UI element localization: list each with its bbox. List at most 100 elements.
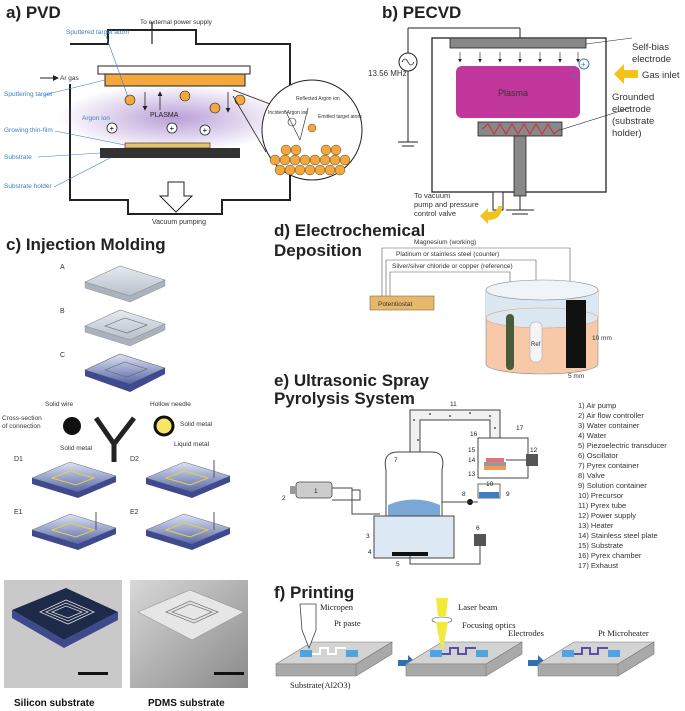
air-line [332, 487, 361, 501]
pvd-substrate-holder [100, 148, 240, 158]
plus-ion-icon [578, 58, 590, 70]
micropen [299, 603, 317, 650]
self-bias-electrode [449, 37, 587, 49]
spray-solution [388, 499, 440, 520]
step-d2-label: D2 [130, 456, 139, 463]
laser-trace [442, 647, 476, 655]
legend-item-2: 2) Air flow controller [578, 411, 644, 420]
legend-item-17: 17) Exhaust [578, 561, 619, 570]
solid-wire-label: Solid wire [45, 401, 74, 408]
air-pump-inlet [290, 486, 296, 494]
callout-15: 15 [468, 447, 476, 454]
potentiostat-box [369, 295, 435, 311]
growing-film-label: Growing thin-film [4, 127, 53, 134]
mold-b-side [84, 323, 166, 347]
power-supply [526, 454, 538, 466]
water-container [373, 515, 455, 559]
legend-item-9: 9) Solution container [578, 481, 647, 490]
panel-electrochemical: d) Electrochemical Deposition Magnesium … [274, 221, 612, 380]
panel-e-title-2: Pyrolysis System [274, 389, 415, 408]
sputtered-atom-label: Sputtered target atom [66, 29, 129, 36]
substrate-block-2-side [405, 641, 523, 677]
svg-text:+: + [203, 126, 208, 135]
rf-freq-label: 13.56 MHz [368, 69, 407, 78]
step-e2-label: E2 [130, 509, 139, 516]
panel-injection: c) Injection Molding A B C Solid wire Ho… [2, 235, 248, 709]
panel-spray: e) Ultrasonic Spray Pyrolysis System [274, 371, 667, 570]
substrate-leader [37, 152, 101, 158]
mold-d1 [31, 461, 117, 498]
substrate-al2o3-label: Substrate(Al2O3) [290, 680, 351, 690]
beaker-rim [485, 279, 599, 301]
air-line-2 [351, 490, 380, 515]
y-junction [93, 416, 136, 462]
holder-leader [53, 157, 111, 188]
pvd-substrate [124, 142, 211, 149]
mold-e1 [31, 512, 117, 550]
pad-3b [608, 650, 620, 657]
channel-c [104, 361, 148, 378]
caption-silicon: Silicon substrate [14, 698, 95, 709]
oscillator [474, 534, 486, 546]
reflected-ion-label: Reflected Argon ion [296, 96, 340, 102]
pvd-chamber [69, 29, 291, 215]
svg-text:+: + [110, 124, 115, 133]
solid-metal-label-right: Solid metal [180, 421, 213, 428]
electrode-reference: Silver/silver chloride or copper (refere… [392, 263, 513, 270]
dim-height: 10 mm [592, 335, 612, 342]
substrate-spray [486, 458, 504, 462]
sputtered-atom-leader [105, 35, 129, 98]
pvd-particles: + + + [106, 90, 246, 136]
pdms-chip [137, 589, 245, 641]
panel-pvd: a) PVD To external power supply PLASMA +… [4, 3, 363, 226]
callout-8: 8 [462, 491, 466, 498]
self-bias-leader [585, 37, 633, 45]
callout-4: 4 [368, 549, 372, 556]
legend-item-12: 12) Power supply [578, 511, 636, 520]
callout-13: 13 [468, 471, 476, 478]
callout-12: 12 [530, 447, 538, 454]
pad-2a [430, 650, 442, 657]
osc-line [409, 546, 481, 565]
steel-plate [484, 462, 506, 466]
argon-ion-label: Argon ion [82, 115, 110, 122]
step-a-label: A [60, 264, 65, 271]
legend-item-3: 3) Water container [578, 421, 640, 430]
film-leader [54, 130, 126, 146]
callout-16: 16 [470, 431, 478, 438]
rf-wave-icon [401, 58, 415, 66]
panel-d-title-2: Deposition [274, 241, 362, 260]
dim-width: 5 mm [568, 373, 584, 380]
pad-3a [562, 650, 574, 657]
substrate-label: Substrate [4, 154, 32, 161]
pecvd-field-arrows [458, 52, 580, 63]
sputtering-target-label: Sputtering target [4, 91, 52, 98]
plus-ion-sign: + [581, 60, 586, 69]
scale-bar-1 [78, 672, 108, 675]
transducer [392, 552, 428, 556]
mold-d2 [145, 460, 231, 498]
step-d1-label: D1 [14, 456, 23, 463]
legend-item-4: 4) Water [578, 431, 607, 440]
panel-d-title-1: d) Electrochemical [274, 221, 425, 240]
legend-item-8: 8) Valve [578, 471, 605, 480]
callout-3: 3 [366, 533, 370, 540]
grounded-leader [559, 107, 631, 131]
pvd-plasma-label: PLASMA [150, 112, 179, 119]
vacuum-label: Vacuum pumping [152, 219, 206, 226]
solid-wire-section [63, 417, 81, 435]
step-c-label: C [60, 352, 65, 359]
gas-inlet-label: Gas inlet [642, 70, 680, 81]
callout-17: 17 [516, 425, 524, 432]
scale-bar-2 [214, 672, 244, 675]
legend-item-14: 14) Stainless steel plate [578, 531, 658, 540]
pecvd-plasma-label: Plasma [498, 88, 528, 98]
incident-ion-label: Incident Argon ion [268, 110, 308, 116]
callout-14: 14 [468, 457, 476, 464]
panel-b-title: b) PECVD [382, 3, 461, 22]
panel-pecvd: b) PECVD 13.56 MHz Plasma + e [368, 3, 680, 224]
legend-item-10: 10) Precursor [578, 491, 624, 500]
